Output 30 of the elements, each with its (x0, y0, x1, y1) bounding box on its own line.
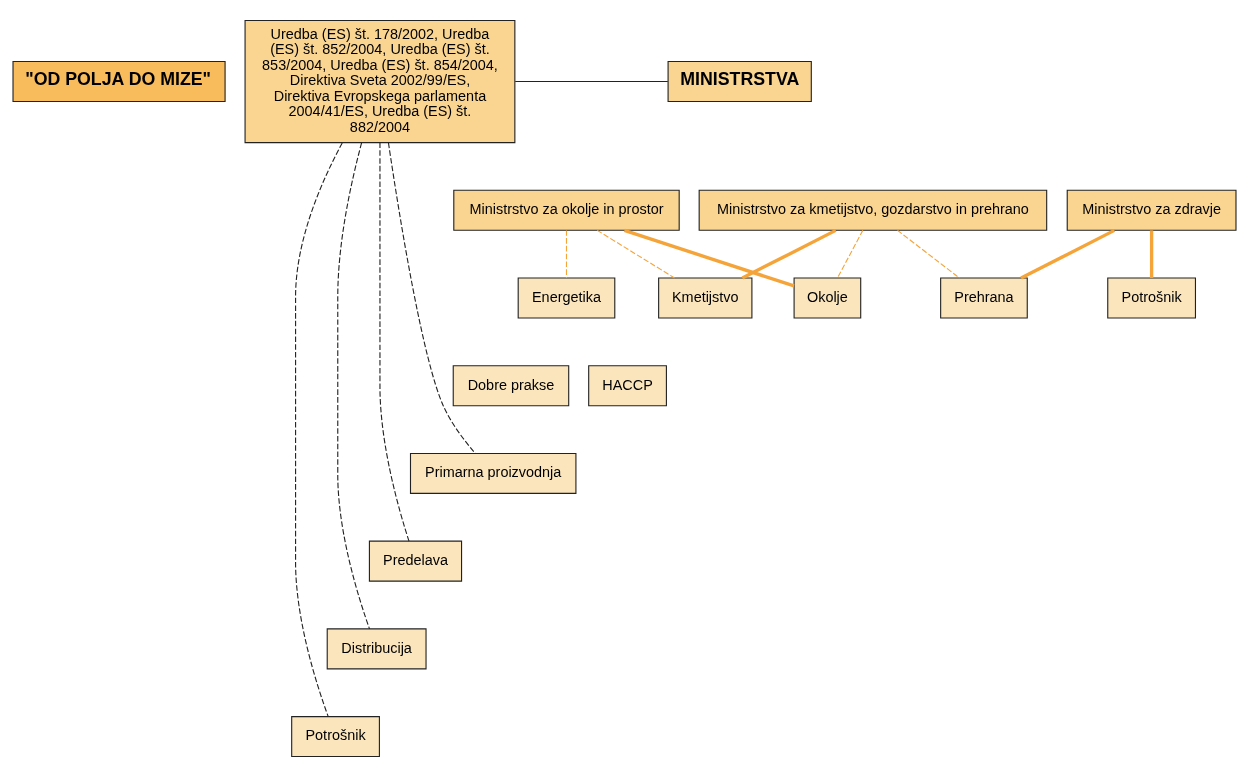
node-box: Ministrstvo za zdravje (1066, 189, 1237, 231)
connector (514, 80, 669, 82)
connector (565, 229, 568, 279)
node-box: Okolje (793, 276, 862, 319)
node-box: Ministrstvo za kmetijstvo, gozdarstvo in prehrano (698, 189, 1048, 231)
connector (295, 141, 343, 717)
connector (623, 228, 795, 288)
node-box: Prehrana (940, 276, 1028, 319)
connector (836, 229, 864, 279)
node-box: Primarna proizvodnja (409, 452, 577, 494)
node-box: MINISTRSTVA (667, 60, 812, 102)
node-box: Dobre prakse (452, 364, 570, 406)
node-box: Potrošnik (291, 715, 380, 757)
node-box: Energetika (517, 276, 616, 319)
node-box: Distribucija (326, 627, 427, 669)
node-box: HACCP (588, 364, 667, 406)
connector (337, 141, 371, 629)
connector (387, 141, 476, 454)
connector (1149, 229, 1154, 278)
connector (379, 141, 410, 542)
connector (596, 229, 676, 279)
node-box: Uredba (ES) št. 178/2002, Uredba (ES) št. 852/2004, Uredba (ES) št. 853/2004, Uredba (ES) št. 854/2004, Direktiva Sveta 2002/99/ES, Direktiva Evropskega parlamenta 2004/41/ES, Uredba (ES) št. 882/2004 (244, 19, 516, 143)
connector (741, 228, 837, 279)
connector (1020, 228, 1116, 279)
node-box: Kmetijstvo (658, 276, 753, 319)
node-box: "OD POLJA DO MIZE" (12, 60, 226, 102)
node-box: Ministrstvo za okolje in prostor (453, 189, 680, 231)
connector (897, 229, 960, 279)
node-box: Potrošnik (1107, 276, 1196, 319)
node-box: Predelava (368, 540, 463, 582)
